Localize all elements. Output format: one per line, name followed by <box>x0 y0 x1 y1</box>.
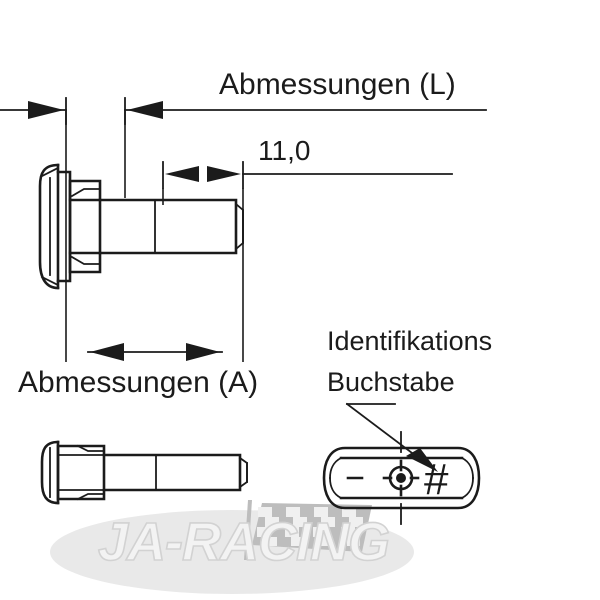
dimension-overall-length: Abmessungen (L) <box>0 68 487 125</box>
side-flange-outer <box>40 440 60 505</box>
bolt-flange-chamfer-top <box>40 166 60 178</box>
head-fillet-tl <box>329 456 343 479</box>
bolt-flange-chamfer-bottom <box>40 275 60 287</box>
label-abmessungen-l: Abmessungen (L) <box>219 68 456 101</box>
head-outline <box>322 446 481 510</box>
side-shank <box>102 453 242 492</box>
bolt-flange-outer <box>38 163 60 290</box>
label-abmessungen-a: Abmessungen (A) <box>18 366 258 399</box>
note-line-2: Buchstabe <box>327 367 455 397</box>
arrowhead-a-left <box>90 343 124 361</box>
label-dimension-value: 11,0 <box>258 135 310 166</box>
bolt-head-top-view: # <box>322 431 481 525</box>
head-identification-letter: # <box>424 455 449 504</box>
watermark-label: JA-RACING <box>98 512 389 572</box>
arrowhead-left <box>28 101 64 119</box>
bolt-serration-upper-taper <box>70 188 101 198</box>
arrowhead-a-right <box>186 343 220 361</box>
head-fillet-tr <box>460 456 474 479</box>
side-head-block <box>56 444 106 501</box>
dimension-eleven-zero: 11,0 <box>162 135 453 189</box>
checkered-flag-icon <box>244 500 372 560</box>
leader-arrowhead <box>406 448 438 472</box>
head-fillet-bl <box>329 477 343 500</box>
head-fillet-br <box>460 477 474 500</box>
arrowhead-right <box>127 101 163 119</box>
note-identification-letter: Identifikations Buchstabe <box>327 326 492 472</box>
watermark-ja-racing: JA-RACING <box>50 500 414 594</box>
arrowhead-inner-left <box>165 166 199 182</box>
bolt-section-view <box>38 163 244 290</box>
bolt-serration-lower-taper <box>70 255 101 265</box>
note-line-1: Identifikations <box>327 326 492 356</box>
dimension-head-width: Abmessungen (A) <box>18 343 258 399</box>
side-head-taper-bottom <box>76 493 105 501</box>
arrowhead-inner-right <box>207 166 241 182</box>
bolt-shank <box>98 198 238 255</box>
bolt-head-body <box>56 170 72 283</box>
bolt-serration-lower <box>68 251 102 274</box>
bolt-side-view <box>40 440 248 505</box>
head-target-symbol <box>382 459 420 497</box>
side-head-taper-top <box>76 444 105 452</box>
bolt-serration-upper <box>68 179 102 202</box>
target-inner-dot <box>396 473 406 483</box>
